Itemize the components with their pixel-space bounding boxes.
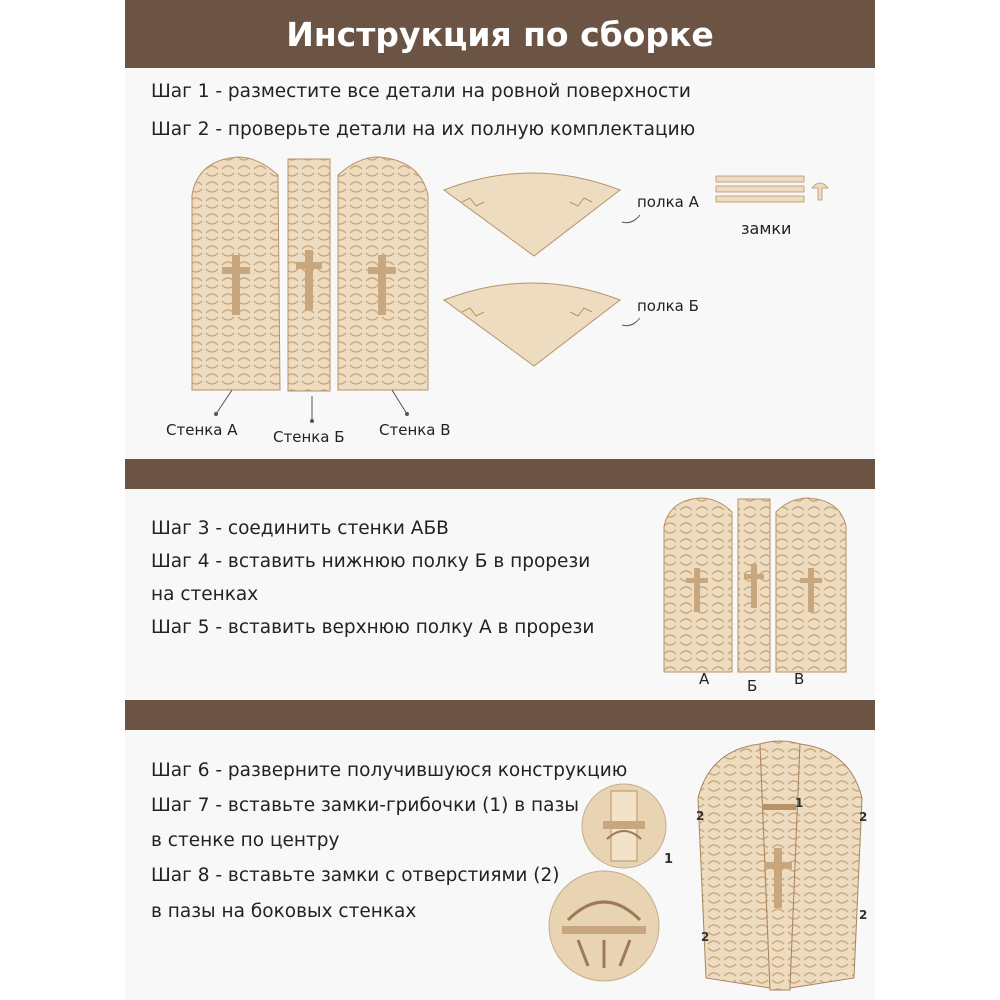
step-2: Шаг 2 - проверьте детали на их полную ко… <box>151 119 696 140</box>
step-8: Шаг 8 - вставьте замки с отверстиями (2) <box>151 865 560 886</box>
step-6: Шаг 6 - разверните получившуюся конструк… <box>151 760 628 781</box>
assembled-stand-illustration <box>697 740 863 991</box>
step-1: Шаг 1 - разместите все детали на ровной … <box>151 81 691 102</box>
callout-2-lower-right: 2 <box>859 908 868 922</box>
shelf-b-illustration <box>442 282 622 367</box>
walls-joined-illustration <box>663 497 847 673</box>
step-7-cont: в стенке по центру <box>151 830 340 851</box>
label-wall-b: Стенка Б <box>273 428 345 446</box>
separator-band-3 <box>125 700 875 730</box>
header-band: Инструкция по сборке <box>125 0 875 68</box>
label-locks: замки <box>741 219 792 238</box>
step-8-cont: в пазы на боковых стенках <box>151 901 417 922</box>
label-wall-a: Стенка А <box>166 421 238 439</box>
label-shelf-a: полка А <box>637 193 699 211</box>
label-shelf-b: полка Б <box>637 297 699 315</box>
step-3: Шаг 3 - соединить стенки АБВ <box>151 518 449 539</box>
step-4: Шаг 4 - вставить нижнюю полку Б в прорез… <box>151 551 591 572</box>
detail-lock-1-closeup <box>581 783 667 869</box>
label-a: А <box>699 670 710 688</box>
separator-band-2 <box>125 459 875 489</box>
callout-1-detail: 1 <box>664 852 674 867</box>
shelf-a-illustration <box>442 172 622 257</box>
walls-abv-illustration <box>191 156 429 392</box>
label-b: Б <box>747 677 758 695</box>
step-4-cont: на стенках <box>151 584 259 605</box>
callout-2-lower-left: 2 <box>701 930 710 944</box>
callout-1-top: 1 <box>795 796 804 810</box>
callout-2-upper-right: 2 <box>859 810 868 824</box>
detail-lock-2-closeup <box>548 870 660 982</box>
label-wall-v: Стенка В <box>379 421 451 439</box>
step-7: Шаг 7 - вставьте замки-грибочки (1) в па… <box>151 795 579 816</box>
page-title: Инструкция по сборке <box>286 14 714 54</box>
callout-2-upper-left: 2 <box>696 809 705 823</box>
locks-illustration <box>715 175 829 203</box>
label-v: В <box>794 670 805 688</box>
step-5: Шаг 5 - вставить верхнюю полку А в проре… <box>151 617 595 638</box>
